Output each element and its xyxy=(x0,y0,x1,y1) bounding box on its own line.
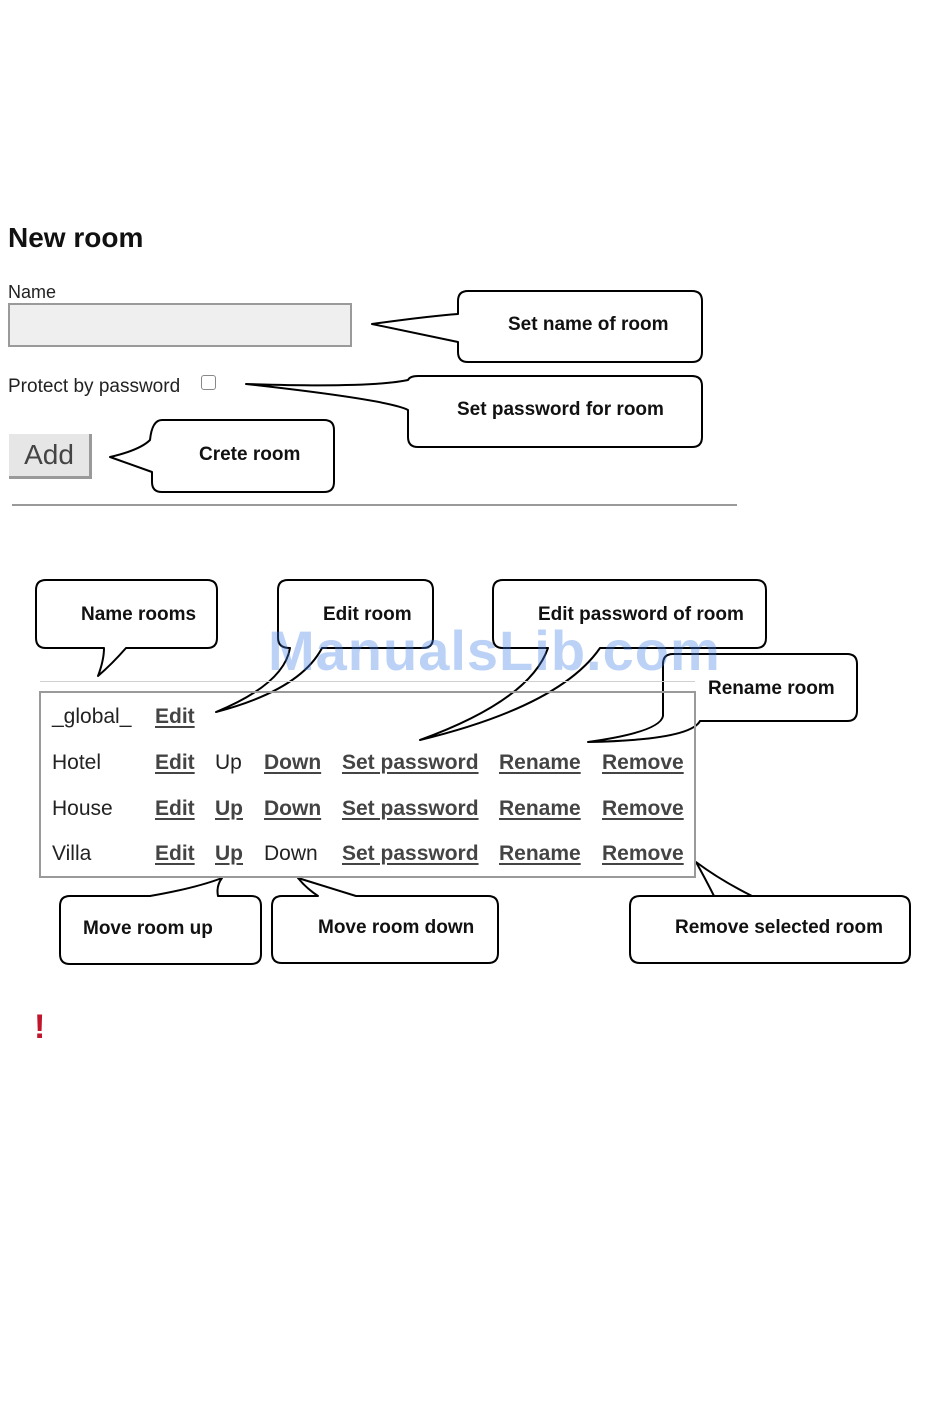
set-password-link[interactable]: Set password xyxy=(342,842,479,865)
rename-link[interactable]: Rename xyxy=(499,751,581,774)
name-label: Name xyxy=(8,282,57,302)
rename-link[interactable]: Rename xyxy=(499,842,581,865)
room-name: Villa xyxy=(52,842,92,865)
edit-link[interactable]: Edit xyxy=(155,797,195,820)
room-name: House xyxy=(52,797,113,820)
up-link[interactable]: Up xyxy=(215,842,243,865)
edit-link[interactable]: Edit xyxy=(155,751,195,774)
callout-name-rooms: Name rooms xyxy=(81,604,197,625)
set-password-link[interactable]: Set password xyxy=(342,797,479,820)
down-link[interactable]: Down xyxy=(264,751,322,774)
down-disabled: Down xyxy=(264,842,318,865)
remove-link[interactable]: Remove xyxy=(602,797,684,820)
divider xyxy=(12,504,737,506)
add-button[interactable]: Add xyxy=(9,434,92,479)
up-link[interactable]: Up xyxy=(215,797,243,820)
page-title: New room xyxy=(8,222,144,253)
callout-create-room: Crete room xyxy=(199,444,301,465)
room-name-input[interactable] xyxy=(8,303,352,347)
rename-link[interactable]: Rename xyxy=(499,797,581,820)
rooms-table xyxy=(39,691,696,878)
room-name: Hotel xyxy=(52,751,102,774)
callout-move-up: Move room up xyxy=(83,918,213,939)
callout-set-password: Set password for room xyxy=(457,399,664,420)
callout-name-rooms-bubble xyxy=(35,579,218,677)
room-name: _global_ xyxy=(52,705,132,728)
set-password-link[interactable]: Set password xyxy=(342,751,479,774)
callout-move-down: Move room down xyxy=(318,917,475,938)
down-link[interactable]: Down xyxy=(264,797,322,820)
callout-rename-room: Rename room xyxy=(708,678,835,699)
callout-edit-password: Edit password of room xyxy=(538,604,744,625)
callout-edit-room: Edit room xyxy=(323,604,412,625)
callout-remove-room: Remove selected room xyxy=(675,917,884,938)
remove-link[interactable]: Remove xyxy=(602,842,684,865)
protect-password-checkbox[interactable] xyxy=(201,375,216,390)
edit-link[interactable]: Edit xyxy=(155,705,195,728)
protect-label: Protect by password xyxy=(8,376,181,397)
watermark: ManualsLib.com xyxy=(268,619,721,682)
divider-light xyxy=(40,681,695,682)
exclamation-icon: ! xyxy=(34,1008,46,1046)
up-disabled: Up xyxy=(215,751,242,774)
remove-link[interactable]: Remove xyxy=(602,751,684,774)
callout-set-name: Set name of room xyxy=(508,314,669,335)
edit-link[interactable]: Edit xyxy=(155,842,195,865)
